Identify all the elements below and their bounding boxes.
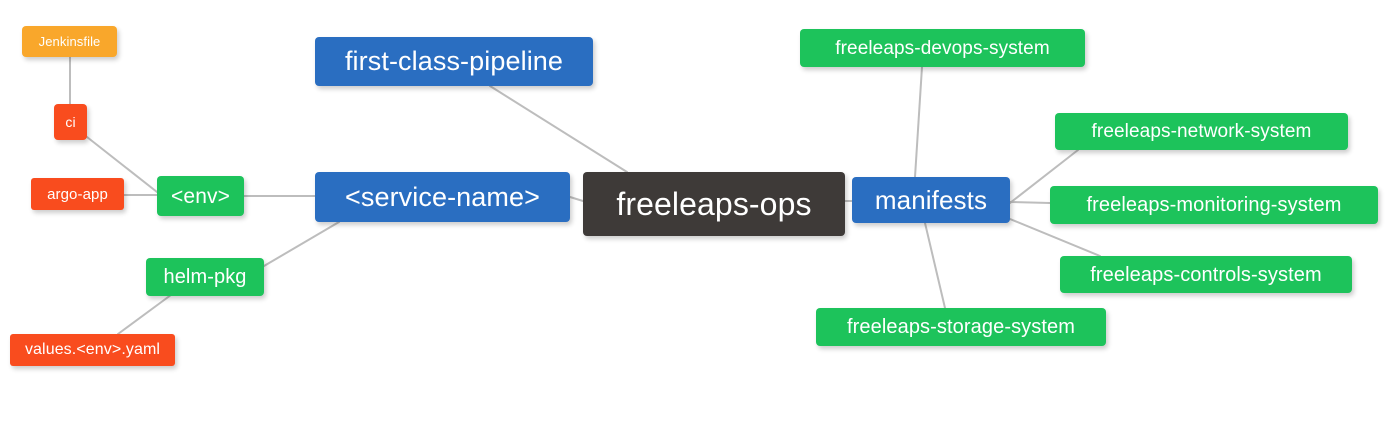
edge-manifests-to-freeleaps-devops-system [914,66,923,178]
edge-service-name-to-helm-pkg [263,221,340,267]
node-manifests[interactable]: manifests [852,177,1010,223]
node-label-freeleaps-ops: freeleaps-ops [616,186,812,222]
node-freeleaps-network-system[interactable]: freeleaps-network-system [1055,113,1348,150]
node-label-helm-pkg: helm-pkg [163,266,247,288]
edge-manifests-to-freeleaps-controls-system [1009,218,1101,257]
node-jenkinsfile[interactable]: Jenkinsfile [22,26,117,57]
node-argo-app[interactable]: argo-app [31,178,124,210]
node-label-env: <env> [171,184,230,208]
node-freeleaps-monitoring-system[interactable]: freeleaps-monitoring-system [1050,186,1378,224]
node-label-freeleaps-devops-system: freeleaps-devops-system [835,37,1050,59]
node-freeleaps-ops[interactable]: freeleaps-ops [583,172,845,236]
node-service-name[interactable]: <service-name> [315,172,570,222]
node-first-class-pipeline[interactable]: first-class-pipeline [315,37,593,86]
edge-helm-pkg-to-values-env-yaml [117,291,176,335]
node-label-freeleaps-storage-system: freeleaps-storage-system [846,316,1076,338]
node-label-freeleaps-network-system: freeleaps-network-system [1091,121,1312,142]
node-label-manifests: manifests [874,185,988,215]
node-env[interactable]: <env> [157,176,244,216]
node-label-freeleaps-monitoring-system: freeleaps-monitoring-system [1086,194,1342,216]
node-freeleaps-controls-system[interactable]: freeleaps-controls-system [1060,256,1352,293]
node-values-env-yaml[interactable]: values.<env>.yaml [10,334,175,366]
node-freeleaps-storage-system[interactable]: freeleaps-storage-system [816,308,1106,346]
edge-manifests-to-freeleaps-storage-system [924,222,946,309]
node-label-first-class-pipeline: first-class-pipeline [344,46,564,76]
node-label-jenkinsfile: Jenkinsfile [38,34,101,49]
node-ci[interactable]: ci [54,104,87,140]
node-label-argo-app: argo-app [47,185,108,203]
node-label-values-env-yaml: values.<env>.yaml [24,341,161,358]
edge-manifests-to-freeleaps-monitoring-system [1009,201,1051,204]
edge-service-name-to-freeleaps-ops [569,196,584,202]
node-freeleaps-devops-system[interactable]: freeleaps-devops-system [800,29,1085,67]
node-helm-pkg[interactable]: helm-pkg [146,258,264,296]
node-label-service-name: <service-name> [345,181,540,212]
node-label-freeleaps-controls-system: freeleaps-controls-system [1090,263,1322,286]
node-label-ci: ci [65,114,76,130]
edge-first-class-pipeline-to-freeleaps-ops [489,85,628,173]
